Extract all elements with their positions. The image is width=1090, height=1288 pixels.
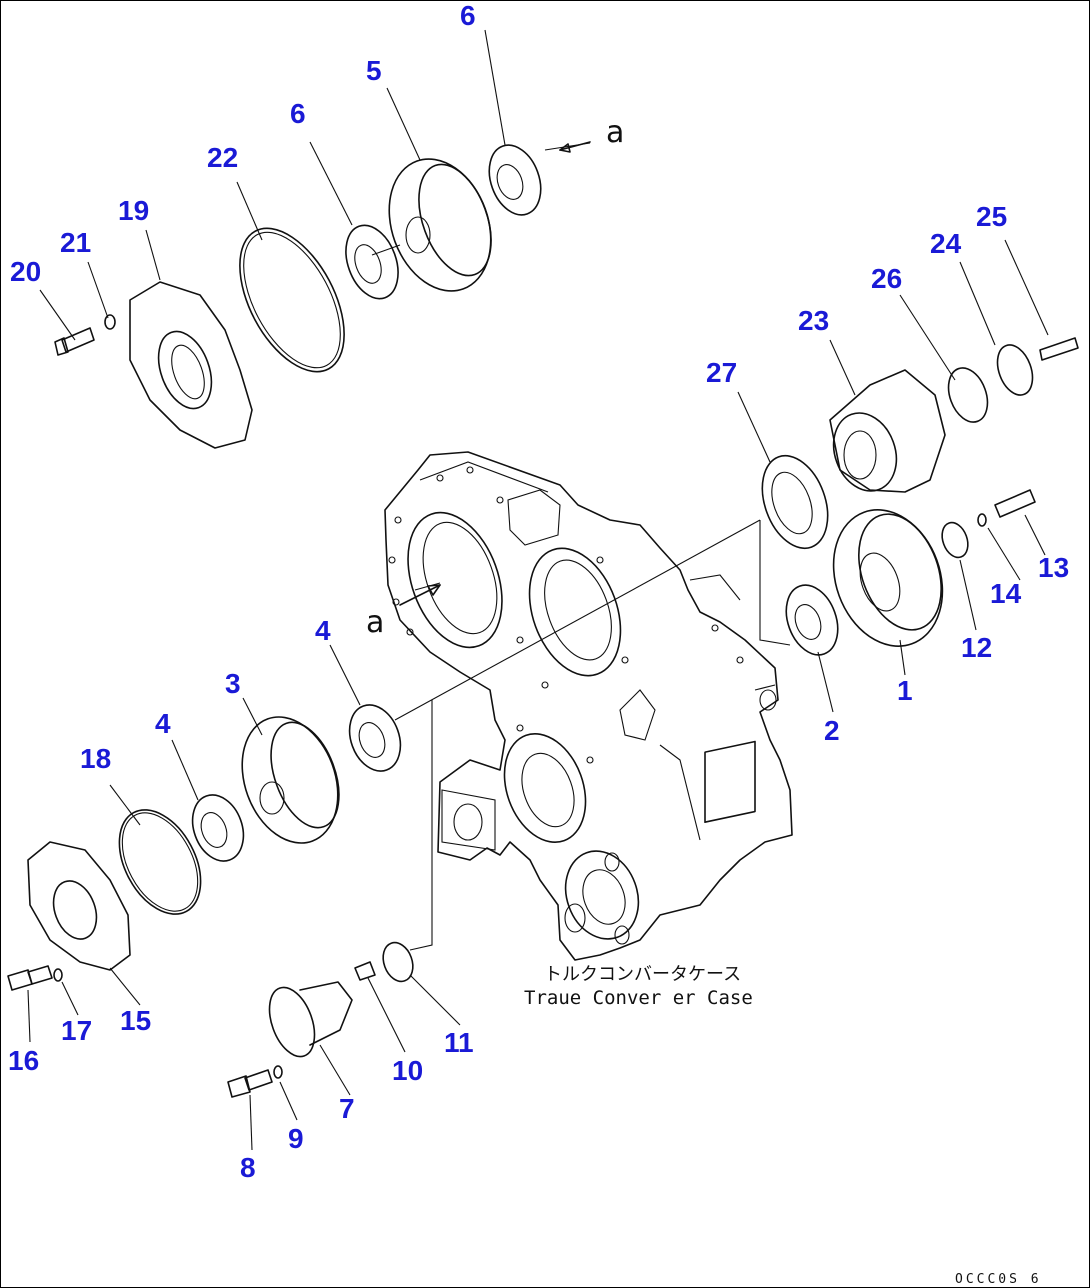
part-6-bearing-lower [345,224,399,300]
case-label-japanese: トルクコンバータケース [544,964,741,985]
part-11-o-ring [382,941,414,983]
case-bolt-holes [388,466,744,764]
callout-24: 24 [930,228,962,259]
part-27-bearing [761,454,829,550]
part-14-washer [977,513,987,527]
callout-23: 23 [798,305,829,336]
callout-20: 20 [10,256,41,287]
part-12-plate [941,521,969,559]
callout-10: 10 [392,1055,423,1086]
drawing-code: OCCC0S 6 [955,1272,1042,1287]
part-26-o-ring [947,367,989,423]
part-9-washer [273,1065,283,1079]
marker-a-top: a [606,115,624,150]
callout-8: 8 [240,1152,256,1183]
part-16-bolt [7,965,53,991]
callout-21: 21 [60,227,91,258]
torque-converter-case [384,451,793,961]
callout-5: 5 [366,55,382,86]
part-23-housing [829,369,946,493]
callout-4-upper: 4 [315,615,331,646]
marker-a-case: a [366,605,384,640]
callout-6-middle: 6 [290,98,306,129]
part-6-bearing-upper [488,144,542,216]
callout-11: 11 [444,1027,474,1058]
part-25-bolt [1039,337,1079,361]
part-10-plug [354,961,376,981]
callout-26: 26 [871,263,902,294]
callout-14: 14 [990,578,1022,609]
part-18-o-ring [118,809,202,915]
callout-15: 15 [120,1005,151,1036]
callout-16: 16 [8,1045,39,1076]
callout-3: 3 [225,668,241,699]
callout-9: 9 [288,1123,304,1154]
part-4-bearing-upper [348,704,402,772]
callout-6-top: 6 [460,0,476,31]
part-24-plate [996,344,1034,396]
callout-17: 17 [61,1015,92,1046]
part-7-flange [268,981,353,1058]
case-label-english: Traue Conver er Case [524,987,753,1009]
callout-22: 22 [207,142,238,173]
callout-25: 25 [976,201,1007,232]
part-13-bolt [994,489,1036,518]
callout-leaders [27,29,1049,1151]
callout-13: 13 [1038,552,1069,583]
part-2-bearing [785,584,839,656]
part-22-o-ring [239,227,345,373]
part-3-gear [241,716,340,844]
part-4-bearing-lower [191,794,245,862]
part-8-bolt [227,1069,273,1098]
assembly-axis-lines [371,142,791,951]
callout-12: 12 [961,632,992,663]
part-15-cover [27,841,131,971]
part-21-washer [104,314,116,330]
callout-2: 2 [824,715,840,746]
arrow-a-top [559,141,591,153]
part-5-gear [388,158,492,292]
part-20-bolt [54,327,95,356]
part-1-gear [832,509,944,647]
arrow-a-case [399,584,441,606]
callout-1: 1 [897,675,913,706]
callout-19: 19 [118,195,149,226]
callout-4-lower: 4 [155,708,171,739]
callout-27: 27 [706,357,737,388]
part-17-washer [53,968,63,982]
callout-18: 18 [80,743,111,774]
part-19-cover [129,281,253,449]
callout-7: 7 [339,1093,355,1124]
